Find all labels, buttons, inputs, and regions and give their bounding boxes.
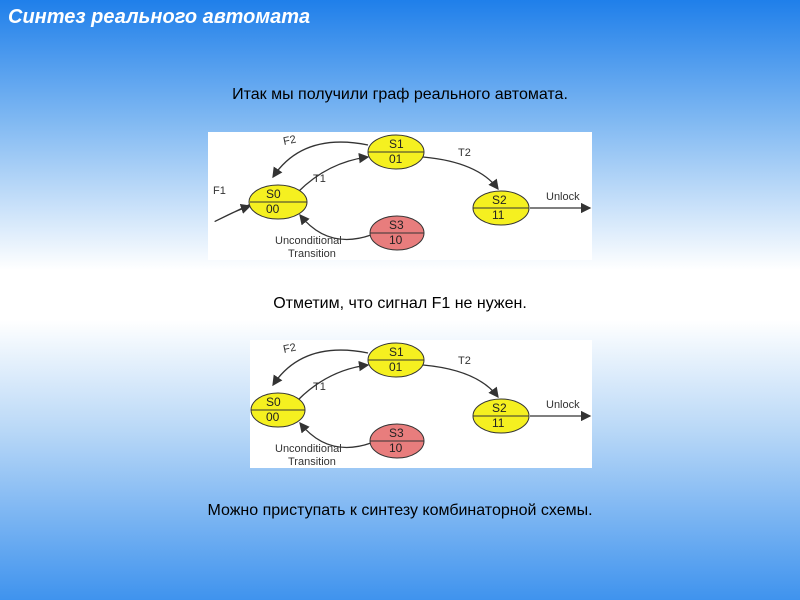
slide-title: Синтез реального автомата [8, 6, 311, 28]
state-s2-name: S2 [492, 193, 507, 207]
caption-third: Можно приступать к синтезу комбинаторной… [207, 502, 593, 519]
edge-s0-s1-t1 [297, 152, 370, 193]
edge-s0-self-f1 [214, 202, 254, 222]
label-t1: T1 [313, 381, 326, 393]
state-s1-name: S1 [389, 137, 404, 151]
state-s2-code: 11 [492, 208, 505, 222]
state-diagram-with-f1: S0 00 S1 01 S2 11 S3 10 F1 F2 T1 T2 Unlo… [208, 132, 592, 260]
edge-s3-s0 [299, 213, 372, 241]
state-s0: S0 00 [250, 392, 306, 428]
state-s2-name: S2 [492, 401, 507, 415]
state-s3-code: 10 [389, 233, 403, 247]
label-t1: T1 [313, 173, 326, 185]
state-s3: S3 10 [369, 423, 425, 459]
state-s1: S1 01 [367, 134, 425, 170]
state-s3-name: S3 [389, 218, 404, 232]
state-s1-name: S1 [389, 345, 404, 359]
edge-s1-s0-f2 [272, 141, 369, 179]
state-s2: S2 11 [472, 398, 530, 434]
label-transition: Transition [288, 248, 336, 260]
label-t2: T2 [458, 147, 471, 159]
state-s0-code: 00 [266, 410, 280, 424]
state-diagram-without-f1: S0 00 S1 01 S2 11 S3 10 F2 T1 T2 Unlock … [250, 340, 592, 468]
state-s2-code: 11 [492, 416, 505, 430]
edge-s0-s1-t1 [297, 360, 370, 401]
label-unconditional: Unconditional [275, 235, 342, 247]
label-transition: Transition [288, 456, 336, 468]
edge-s1-s0-f2 [272, 349, 369, 387]
edge-s1-s2-t2 [422, 156, 499, 191]
state-s3-code: 10 [389, 441, 403, 455]
label-f1: F1 [213, 185, 226, 197]
state-s1-code: 01 [389, 360, 403, 374]
caption-first: Итак мы получили граф реального автомата… [232, 86, 568, 103]
state-s0-name: S0 [266, 395, 281, 409]
label-f2: F2 [282, 342, 297, 356]
edge-s1-s2-t2 [422, 364, 499, 399]
state-s0-name: S0 [266, 187, 281, 201]
edge-s3-s0 [299, 421, 372, 449]
state-s0: S0 00 [248, 184, 308, 220]
label-f2: F2 [282, 134, 297, 148]
state-s0-code: 00 [266, 202, 280, 216]
label-t2: T2 [458, 355, 471, 367]
state-s1: S1 01 [367, 342, 425, 378]
label-unlock: Unlock [546, 399, 580, 411]
label-unconditional: Unconditional [275, 443, 342, 455]
caption-second: Отметим, что сигнал F1 не нужен. [273, 295, 527, 312]
state-s3-name: S3 [389, 426, 404, 440]
label-unlock: Unlock [546, 191, 580, 203]
state-s1-code: 01 [389, 152, 403, 166]
state-s3: S3 10 [369, 215, 425, 251]
state-s2: S2 11 [472, 190, 530, 226]
